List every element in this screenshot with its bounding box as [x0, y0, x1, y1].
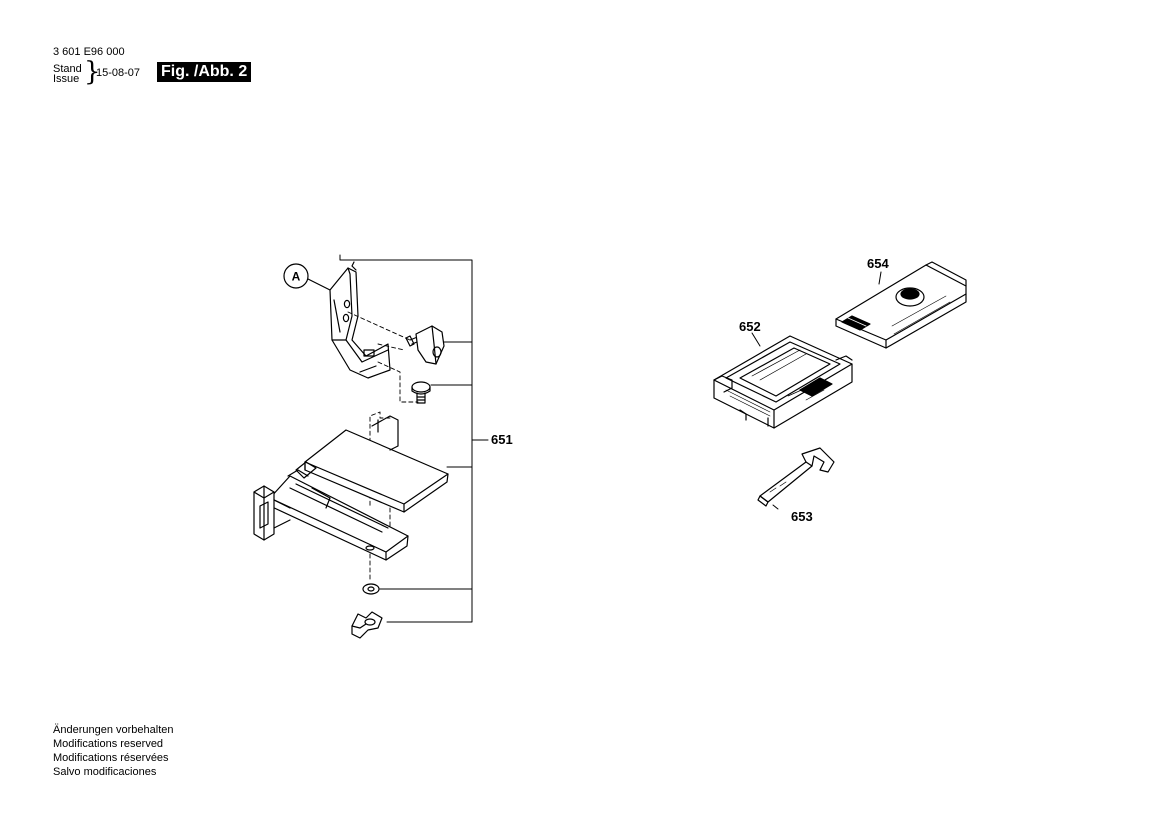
figure-label: Fig. /Abb. 2 — [157, 62, 252, 82]
issue-label: Issue — [53, 73, 80, 85]
wing-nut — [351, 611, 383, 639]
thumb-screw — [405, 325, 445, 365]
note-spanish: Salvo modificaciones — [53, 766, 157, 778]
carriage-bolt — [411, 381, 431, 404]
table-plate — [304, 415, 449, 513]
stand-label: Stand — [53, 63, 82, 75]
callout-a: A — [283, 263, 331, 291]
note-english: Modifications reserved — [53, 738, 164, 750]
angle-bracket — [329, 261, 391, 379]
issue-date: 15-08-07 — [96, 67, 141, 79]
part-652-base — [713, 335, 853, 429]
brace-symbol: } — [84, 57, 101, 87]
group-651-leader-lines — [339, 254, 489, 623]
note-german: Änderungen vorbehalten — [53, 724, 174, 736]
note-french: Modifications réservées — [53, 752, 169, 764]
callout-a-letter: A — [292, 270, 301, 284]
part-number-653: 653 — [791, 509, 813, 524]
document-number: 3 601 E96 000 — [53, 46, 125, 58]
part-653-hex-key — [757, 447, 835, 507]
part-654-cover — [835, 261, 967, 349]
part-number-651: 651 — [491, 432, 513, 447]
washer — [362, 583, 380, 595]
guide-rail — [253, 461, 409, 561]
part-number-654: 654 — [867, 256, 889, 271]
part-number-652: 652 — [739, 319, 761, 334]
modification-notes: Änderungen vorbehalten Modifications res… — [53, 723, 173, 779]
